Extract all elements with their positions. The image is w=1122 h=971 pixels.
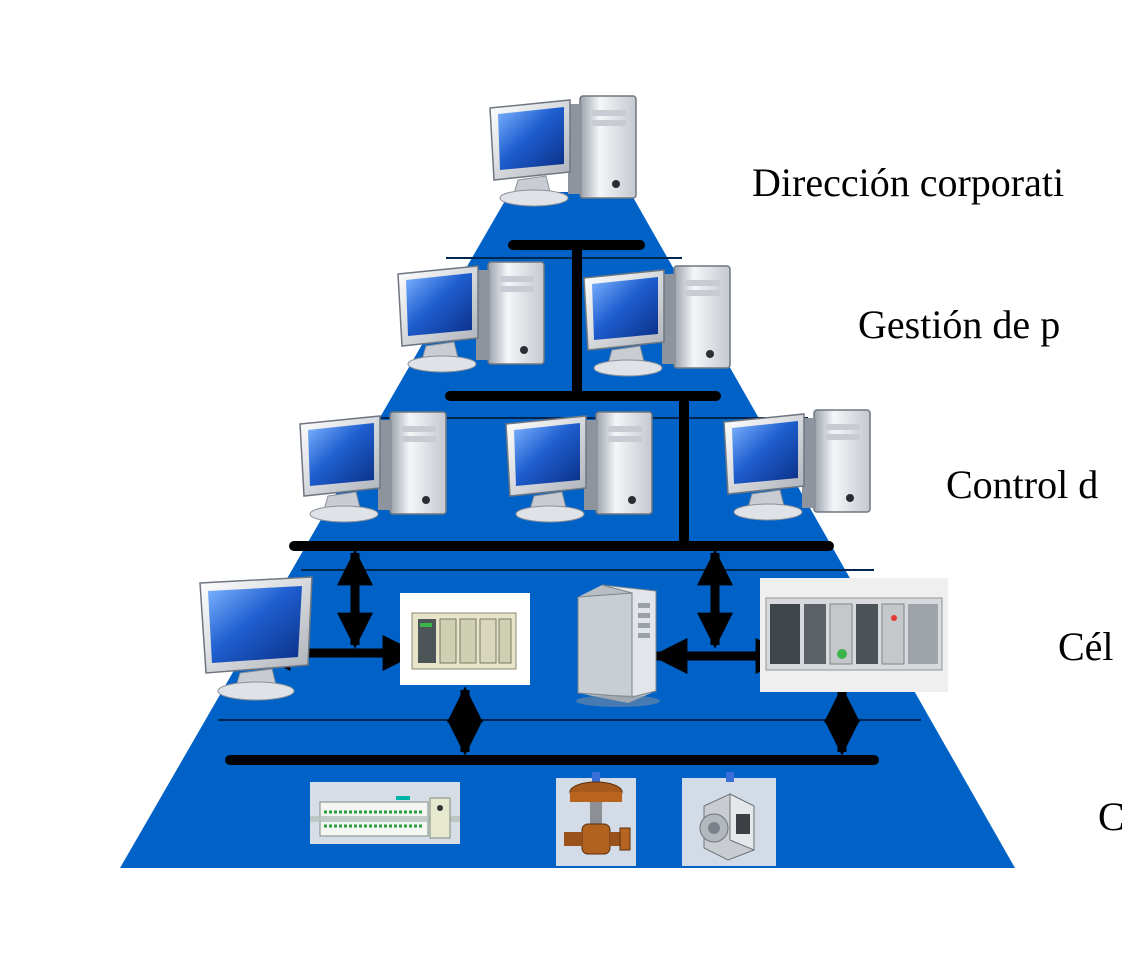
level-label-cell: Cél (1058, 624, 1114, 669)
level-label-plant: Gestión de p (858, 302, 1060, 347)
hmi-monitor-icon (199, 576, 313, 701)
level-label-control: Control d (946, 462, 1098, 507)
network-buses (225, 240, 879, 765)
io-module-icon (310, 782, 460, 844)
plc-icon (400, 593, 530, 685)
level-label-corporate: Dirección corporati (752, 160, 1064, 205)
level-label-field: C (1098, 794, 1122, 839)
computer-icon-top (489, 95, 637, 207)
pyramid-shape (120, 192, 1015, 868)
actuator-valve-icon (682, 772, 776, 866)
server-icon (576, 584, 660, 707)
controller-rack-icon (760, 578, 948, 692)
control-valve-icon (556, 772, 636, 866)
